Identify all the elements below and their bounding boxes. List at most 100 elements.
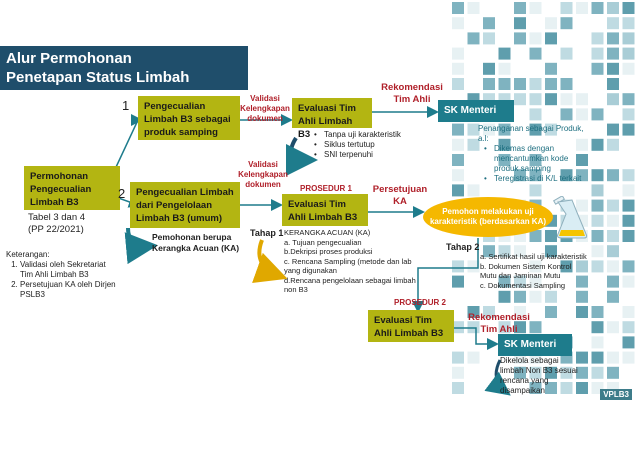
mosaic-tile: [529, 382, 542, 394]
ka-section: KERANGKA ACUAN (KA) a. Tujuan pengecuali…: [284, 228, 416, 294]
mosaic-tile: [560, 382, 573, 394]
page-title: Alur Permohonan Penetapan Status Limbah: [0, 46, 248, 90]
tahap2-label: Tahap 2: [446, 242, 480, 252]
mosaic-tile: [452, 351, 464, 364]
mosaic-tile: [545, 62, 557, 75]
mosaic-tile: [622, 62, 635, 75]
mosaic-tile: [514, 2, 526, 14]
mosaic-tile: [622, 321, 635, 334]
mosaic-tile: [591, 351, 604, 364]
table-reference: Tabel 3 dan 4 (PP 22/2021): [28, 212, 86, 235]
mosaic-tile: [452, 2, 464, 14]
mosaic-tile: [452, 78, 464, 90]
path1-box: Pengecualian Limbah B3 sebagai produk sa…: [138, 96, 240, 140]
mosaic-tile: [576, 2, 588, 14]
mosaic-tile: [452, 17, 464, 30]
mosaic-tile: [483, 17, 495, 30]
mosaic-tile: [483, 32, 495, 45]
mosaic-tile: [545, 245, 557, 258]
mosaic-tile: [560, 17, 573, 30]
mosaic-tile: [514, 93, 526, 106]
flask-icon: [552, 196, 588, 239]
pemohon-ellipse: Pemohon melakukan uji karakteristik (ber…: [423, 197, 553, 237]
mosaic-tile: [607, 93, 619, 106]
mosaic-tile: [576, 382, 588, 394]
mosaic-tile: [622, 169, 635, 182]
mosaic-tile: [607, 47, 619, 60]
mosaic-tile: [452, 184, 464, 197]
mosaic-tile: [576, 366, 588, 379]
mosaic-tile: [514, 321, 526, 334]
mosaic-tile: [467, 2, 480, 14]
mosaic-tile: [529, 32, 542, 45]
prosedur2-label: PROSEDUR 2: [393, 298, 446, 307]
mosaic-tile: [560, 47, 573, 60]
mosaic-tile: [529, 260, 542, 273]
mosaic-tile: [529, 93, 542, 106]
mosaic-tile: [622, 2, 635, 14]
mosaic-tile: [529, 47, 542, 60]
mosaic-tile: [607, 138, 619, 151]
mosaic-tile: [560, 93, 573, 106]
mosaic-tile: [622, 184, 635, 197]
mosaic-tile: [452, 275, 464, 288]
mosaic-tile: [607, 2, 619, 14]
criteria-item: Tanpa uji karakteristik: [314, 130, 448, 140]
mosaic-tile: [607, 245, 619, 258]
path1-rekomendasi: Rekomendasi Tim Ahli: [381, 82, 443, 105]
path2-sk-note: Dikelola sebagai limbah Non B3 sesuai re…: [500, 356, 578, 395]
mosaic-tile: [514, 290, 526, 303]
mosaic-tile: [452, 62, 464, 75]
mosaic-tile: [483, 306, 495, 318]
mosaic-tile: [514, 32, 526, 45]
mosaic-tile: [576, 108, 588, 121]
mosaic-tile: [607, 275, 619, 288]
mosaic-tile: [607, 321, 619, 334]
mosaic-tile: [622, 32, 635, 45]
mosaic-tile: [498, 245, 511, 258]
mosaic-tile: [467, 306, 480, 318]
mosaic-tile: [622, 47, 635, 60]
path2-eval-box: Evaluasi Tim Ahli Limbah B3: [282, 194, 368, 226]
mosaic-tile: [545, 230, 557, 242]
mosaic-tile: [452, 154, 464, 166]
mosaic-tile: [529, 108, 542, 121]
mosaic-tile: [467, 138, 480, 151]
mosaic-tile: [591, 336, 604, 349]
arrow-pemohon-to-eval2: [412, 238, 479, 313]
mosaic-tile: [529, 290, 542, 303]
mosaic-tile: [560, 108, 573, 121]
path2-box: Pengecualian Limbah dari Pengelolaan Lim…: [130, 182, 240, 228]
mosaic-tile: [545, 32, 557, 45]
mosaic-tile: [529, 2, 542, 14]
mosaic-tile: [622, 306, 635, 318]
path2-sk-box: SK Menteri: [498, 334, 572, 356]
mosaic-tile: [607, 199, 619, 212]
mosaic-tile: [607, 351, 619, 364]
mosaic-tile: [591, 366, 604, 379]
mosaic-tile: [622, 93, 635, 106]
sk-item: Teregistrasi di K/L terkait: [484, 174, 590, 184]
mosaic-tile: [591, 184, 604, 197]
mosaic-tile: [607, 214, 619, 227]
mosaic-tile: [576, 275, 588, 288]
mosaic-tile: [498, 123, 511, 136]
mosaic-tile: [529, 123, 542, 136]
ka-item: a. Tujuan pengecualian: [284, 237, 362, 247]
mosaic-tile: [452, 382, 464, 394]
mosaic-tile: [607, 366, 619, 379]
mosaic-tile: [607, 290, 619, 303]
mosaic-tile: [607, 260, 619, 273]
mosaic-tile: [529, 366, 542, 379]
mosaic-tile: [607, 32, 619, 45]
persetujuan-ka: Persetujuan KA: [372, 184, 428, 207]
mosaic-tile: [498, 47, 511, 60]
mosaic-tile: [545, 290, 557, 303]
mosaic-tile: [591, 47, 604, 60]
mosaic-tile: [545, 17, 557, 30]
mosaic-tile: [622, 336, 635, 349]
mosaic-tile: [483, 123, 495, 136]
mosaic-tile: [514, 306, 526, 318]
tahap2-item: a. Sertifikat hasil uji karakteristik: [480, 252, 587, 261]
mosaic-tile: [591, 199, 604, 212]
